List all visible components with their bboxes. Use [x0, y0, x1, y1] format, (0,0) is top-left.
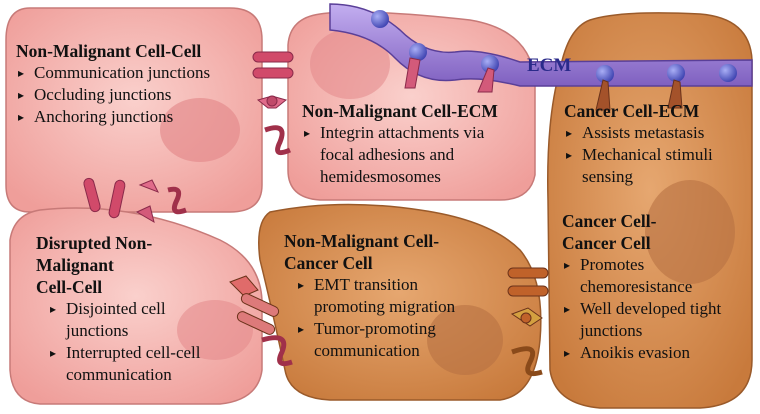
ecm-beads: [371, 10, 737, 83]
section-disrupted: Disrupted Non- Malignant Cell-Cell Disjo…: [36, 232, 226, 386]
list-item: Integrin attachments via focal adhesions…: [302, 122, 537, 188]
list-item: Mechanical stimuli sensing: [564, 144, 754, 188]
section-cancer-cancer: Cancer Cell- Cancer Cell Promotes chemor…: [562, 210, 754, 364]
list-item: Interrupted cell-cell communication: [48, 342, 226, 386]
integrin-cancer-ecm: [595, 79, 683, 111]
list-item: Communication junctions: [16, 62, 256, 84]
list-item: EMT transition promoting migration: [296, 274, 524, 318]
list-item: Anchoring junctions: [16, 106, 256, 128]
list-item: Anoikis evasion: [562, 342, 754, 364]
section-title: Non-Malignant Cell-Cell: [16, 41, 202, 61]
junctions-disrupted: [83, 177, 187, 224]
integrin-normal-ecm: [404, 57, 495, 93]
ecm-band: [329, 3, 753, 87]
list-item: Tumor-promoting communication: [296, 318, 524, 362]
section-cancer-ecm: Cancer Cell-ECM Assists metastasis Mecha…: [564, 100, 754, 188]
list-item: Disjointed cell junctions: [48, 298, 226, 342]
section-title: Non-Malignant Cell-ECM: [302, 101, 498, 121]
section-nm-cell-ecm: Non-Malignant Cell-ECM Integrin attachme…: [302, 100, 537, 188]
list-item: Well developed tight junctions: [562, 298, 754, 342]
section-title: Disrupted Non- Malignant Cell-Cell: [36, 233, 153, 297]
junctions-normal-cancer: [229, 275, 293, 367]
list-item: Assists metastasis: [564, 122, 754, 144]
list-item: Occluding junctions: [16, 84, 256, 106]
section-title: Non-Malignant Cell- Cancer Cell: [284, 231, 440, 273]
list-item: Promotes chemoresistance: [562, 254, 754, 298]
section-title: Cancer Cell-ECM: [564, 101, 700, 121]
normal-nucleus-top-middle: [310, 29, 390, 99]
junctions-normal-normal: [252, 51, 294, 156]
section-nm-cell-cell: Non-Malignant Cell-Cell Communication ju…: [16, 40, 256, 128]
section-nm-cancer: Non-Malignant Cell- Cancer Cell EMT tran…: [284, 230, 524, 362]
section-title: Cancer Cell- Cancer Cell: [562, 211, 657, 253]
ecm-label: ECM: [527, 55, 572, 76]
